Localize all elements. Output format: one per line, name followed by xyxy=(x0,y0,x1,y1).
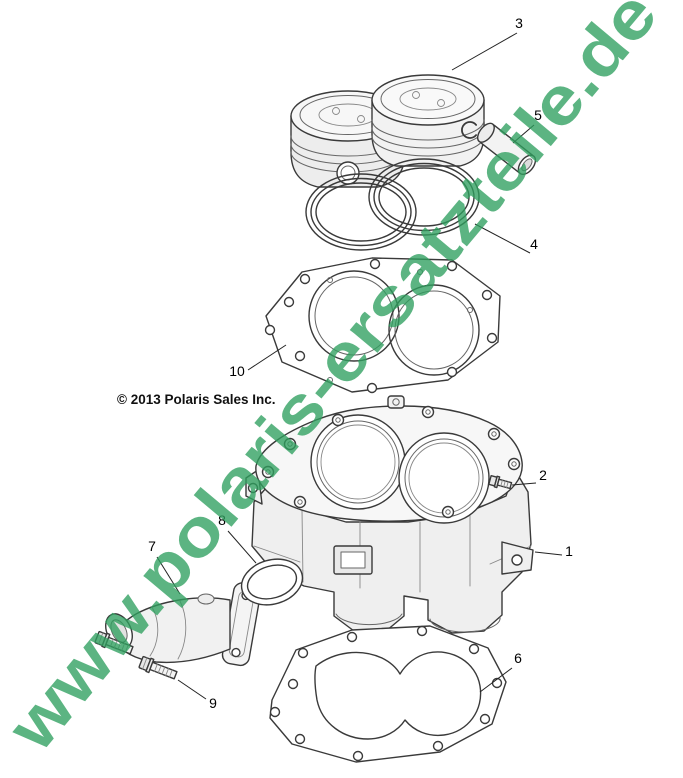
callout-1: 1 xyxy=(565,543,573,559)
callouts: 3 5 4 10 2 1 8 7 9 6 xyxy=(148,15,573,711)
piston-right xyxy=(371,74,485,167)
callout-3: 3 xyxy=(515,15,523,31)
piston-ring-set xyxy=(305,158,480,251)
leader-line-4 xyxy=(474,223,531,254)
leader-line-8 xyxy=(227,530,257,564)
copyright-text: © 2013 Polaris Sales Inc. xyxy=(117,392,276,407)
callout-4: 4 xyxy=(530,236,538,252)
cylinder-base-gasket xyxy=(269,625,507,763)
callout-8: 8 xyxy=(218,512,226,528)
callout-9: 9 xyxy=(209,695,217,711)
ring-stack-left xyxy=(305,173,417,251)
leader-line-1 xyxy=(534,551,563,556)
flange-screw xyxy=(488,474,513,490)
leader-line-5 xyxy=(512,124,535,144)
leader-line-3 xyxy=(451,32,518,71)
piston-pin xyxy=(461,121,537,176)
callout-2: 2 xyxy=(539,467,547,483)
cylinder-head-gasket xyxy=(264,257,501,394)
leader-line-7 xyxy=(156,556,181,595)
callout-10: 10 xyxy=(229,363,245,379)
leader-line-2 xyxy=(511,482,537,486)
leader-line-9 xyxy=(177,679,207,700)
leader-line-6 xyxy=(479,667,513,693)
screws xyxy=(94,630,178,680)
water-inlet xyxy=(105,582,262,667)
leader-line-10 xyxy=(247,344,287,371)
ring-stack-right xyxy=(368,158,480,236)
screw-upper xyxy=(94,630,134,655)
callout-5: 5 xyxy=(534,107,542,123)
deck-bosses xyxy=(261,405,521,519)
piston-assembly xyxy=(290,74,485,188)
cylinder-block xyxy=(245,395,534,634)
callout-7: 7 xyxy=(148,538,156,554)
seal xyxy=(240,558,304,606)
screw-lower xyxy=(138,655,178,680)
callout-6: 6 xyxy=(514,650,522,666)
pin-circlip xyxy=(461,121,477,139)
